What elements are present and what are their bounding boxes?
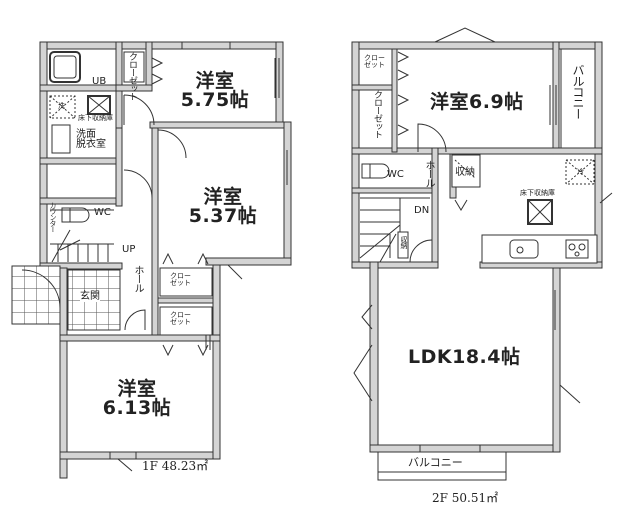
floor1-area-label: 1F 48.23㎡ <box>142 459 209 473</box>
closet-tall-label: クローゼット <box>372 90 382 138</box>
floor1-walls <box>39 41 292 479</box>
closet-a-label: クロー ゼット <box>170 272 191 287</box>
hall-label: ホール <box>132 265 143 292</box>
counter-label: カウンター <box>49 202 57 232</box>
washer-label: 洗 <box>58 102 65 110</box>
stairs-up-label: UP <box>122 244 136 255</box>
bedroom-5-75: 洋室 5.75帖 <box>160 72 270 110</box>
porch-tiles <box>11 265 61 325</box>
underfloor-storage2-label: 床下収納庫 <box>520 189 555 197</box>
floor1-fixtures <box>49 42 292 472</box>
hall2-label: ホール <box>423 160 434 187</box>
entrance-label: 玄関 <box>80 291 100 302</box>
bath-label: UB <box>92 76 107 87</box>
room-type: 洋室 <box>195 70 235 92</box>
floor1-stairs <box>50 209 114 263</box>
floor2-area-label: 2F 50.51㎡ <box>432 491 499 505</box>
bedroom-6-9: 洋室6.9帖 <box>430 91 524 113</box>
storage-label: 収納 <box>455 167 475 178</box>
bedroom-6-13: 洋室 6.13帖 <box>82 380 192 418</box>
fridge-label: 冷 <box>577 168 584 176</box>
balcony-side-label: バルコニー <box>571 64 585 119</box>
bedroom-5-37: 洋室 5.37帖 <box>168 188 278 226</box>
closet-small-label: クロー ゼット <box>364 54 385 69</box>
room-type: 洋室 <box>117 378 157 400</box>
washroom-label: 洗面 脱衣室 <box>76 129 106 150</box>
wc-label: WC <box>94 207 111 218</box>
underfloor-storage-label: 床下収納庫 <box>78 114 113 122</box>
room-size: 5.75帖 <box>180 89 250 111</box>
ldk-label: LDK18.4帖 <box>408 346 521 368</box>
storage-small-label: 収納 <box>400 236 408 248</box>
floor2-fixtures <box>353 27 613 481</box>
closet-vertical-label: クローゼット <box>127 52 137 100</box>
room-size: 6.13帖 <box>102 397 172 419</box>
balcony-bottom-label: バルコニー <box>408 456 463 469</box>
room-size: 5.37帖 <box>188 205 258 227</box>
wc2-label: WC <box>387 169 404 180</box>
stairs-down-label: DN <box>414 205 430 216</box>
room-type: 洋室 <box>203 186 243 208</box>
closet-b-label: クロー ゼット <box>170 311 191 326</box>
